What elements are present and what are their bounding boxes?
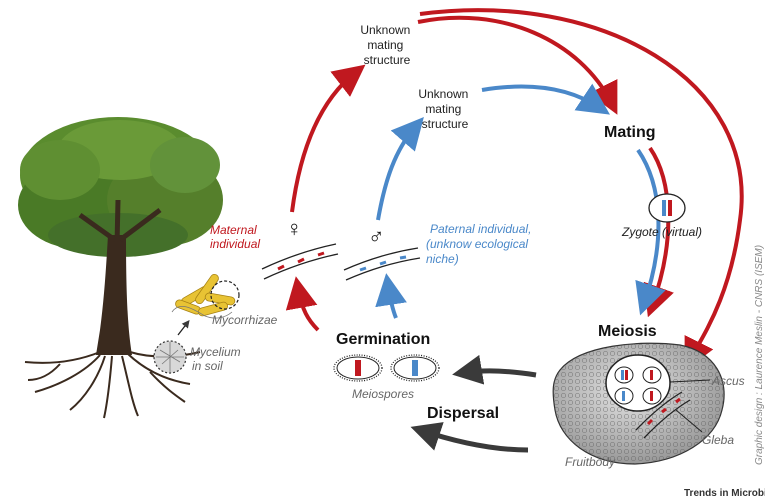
mycelium-icon <box>153 340 187 374</box>
unknown-to-mating-arrow <box>481 83 610 115</box>
fruitbody-label: Fruitbody <box>565 455 616 469</box>
paternal-arrows <box>375 83 666 319</box>
mycorrhizae-label: Mycorrhizae <box>212 313 278 327</box>
germination-label: Germination <box>336 331 430 348</box>
maternal-to-unknown-arrow <box>290 64 366 213</box>
mycelium-to-mycorrhizae-arrow <box>177 319 190 336</box>
dispersal-arrows <box>410 354 537 453</box>
ascus-pointer <box>669 379 711 383</box>
meiospore-red-icon <box>333 354 383 382</box>
top-to-meiosis-arrow <box>419 8 744 371</box>
zygote-label: Zygote (virtual) <box>621 225 702 239</box>
maternal-arrows <box>285 8 744 371</box>
tree-trunk <box>96 235 132 355</box>
dispersal-arrow-lower <box>410 422 529 453</box>
paternal-to-unknown-arrow <box>376 116 424 221</box>
oak-tree-icon <box>18 117 223 419</box>
paternal-label: Paternal individual, (unknow ecological … <box>426 222 535 266</box>
top-to-mating-arrow <box>417 15 618 115</box>
tree-roots <box>24 351 201 419</box>
gleba-hypha-icon <box>635 391 691 439</box>
female-symbol: ♀ <box>286 216 303 241</box>
mycorrhizae-icon <box>171 273 240 319</box>
maternal-hypha-icon <box>261 243 339 280</box>
meiosis-label: Meiosis <box>598 323 657 340</box>
ascus-label: Ascus <box>711 374 745 388</box>
meiospores-label: Meiospores <box>352 387 414 401</box>
paternal-hypha-icon <box>343 247 421 281</box>
mating-label: Mating <box>604 124 656 141</box>
unknown-mating-structure-top: Unknown mating structure <box>360 23 413 67</box>
germination-to-paternal-arrow <box>375 273 407 319</box>
zygote-icon <box>648 193 686 223</box>
male-symbol: ♂ <box>368 224 385 249</box>
maternal-label: Maternal individual <box>210 223 260 251</box>
dispersal-arrow-upper <box>452 354 537 385</box>
dispersal-label: Dispersal <box>427 405 499 422</box>
credit-text: Graphic design : Laurence Meslin - CNRS … <box>754 245 765 465</box>
mycelium-label: Mycelium in soil <box>190 345 244 373</box>
ascus-icon <box>605 354 671 412</box>
journal-label: Trends in Microbiology <box>684 488 765 499</box>
germination-to-maternal-arrow <box>285 276 320 332</box>
tree-branches <box>78 199 162 246</box>
unknown-mating-structure-mid: Unknown mating structure <box>418 87 471 131</box>
meiospore-blue-icon <box>390 354 440 382</box>
gleba-label: Gleba <box>702 433 734 447</box>
gleba-pointer <box>675 409 703 433</box>
